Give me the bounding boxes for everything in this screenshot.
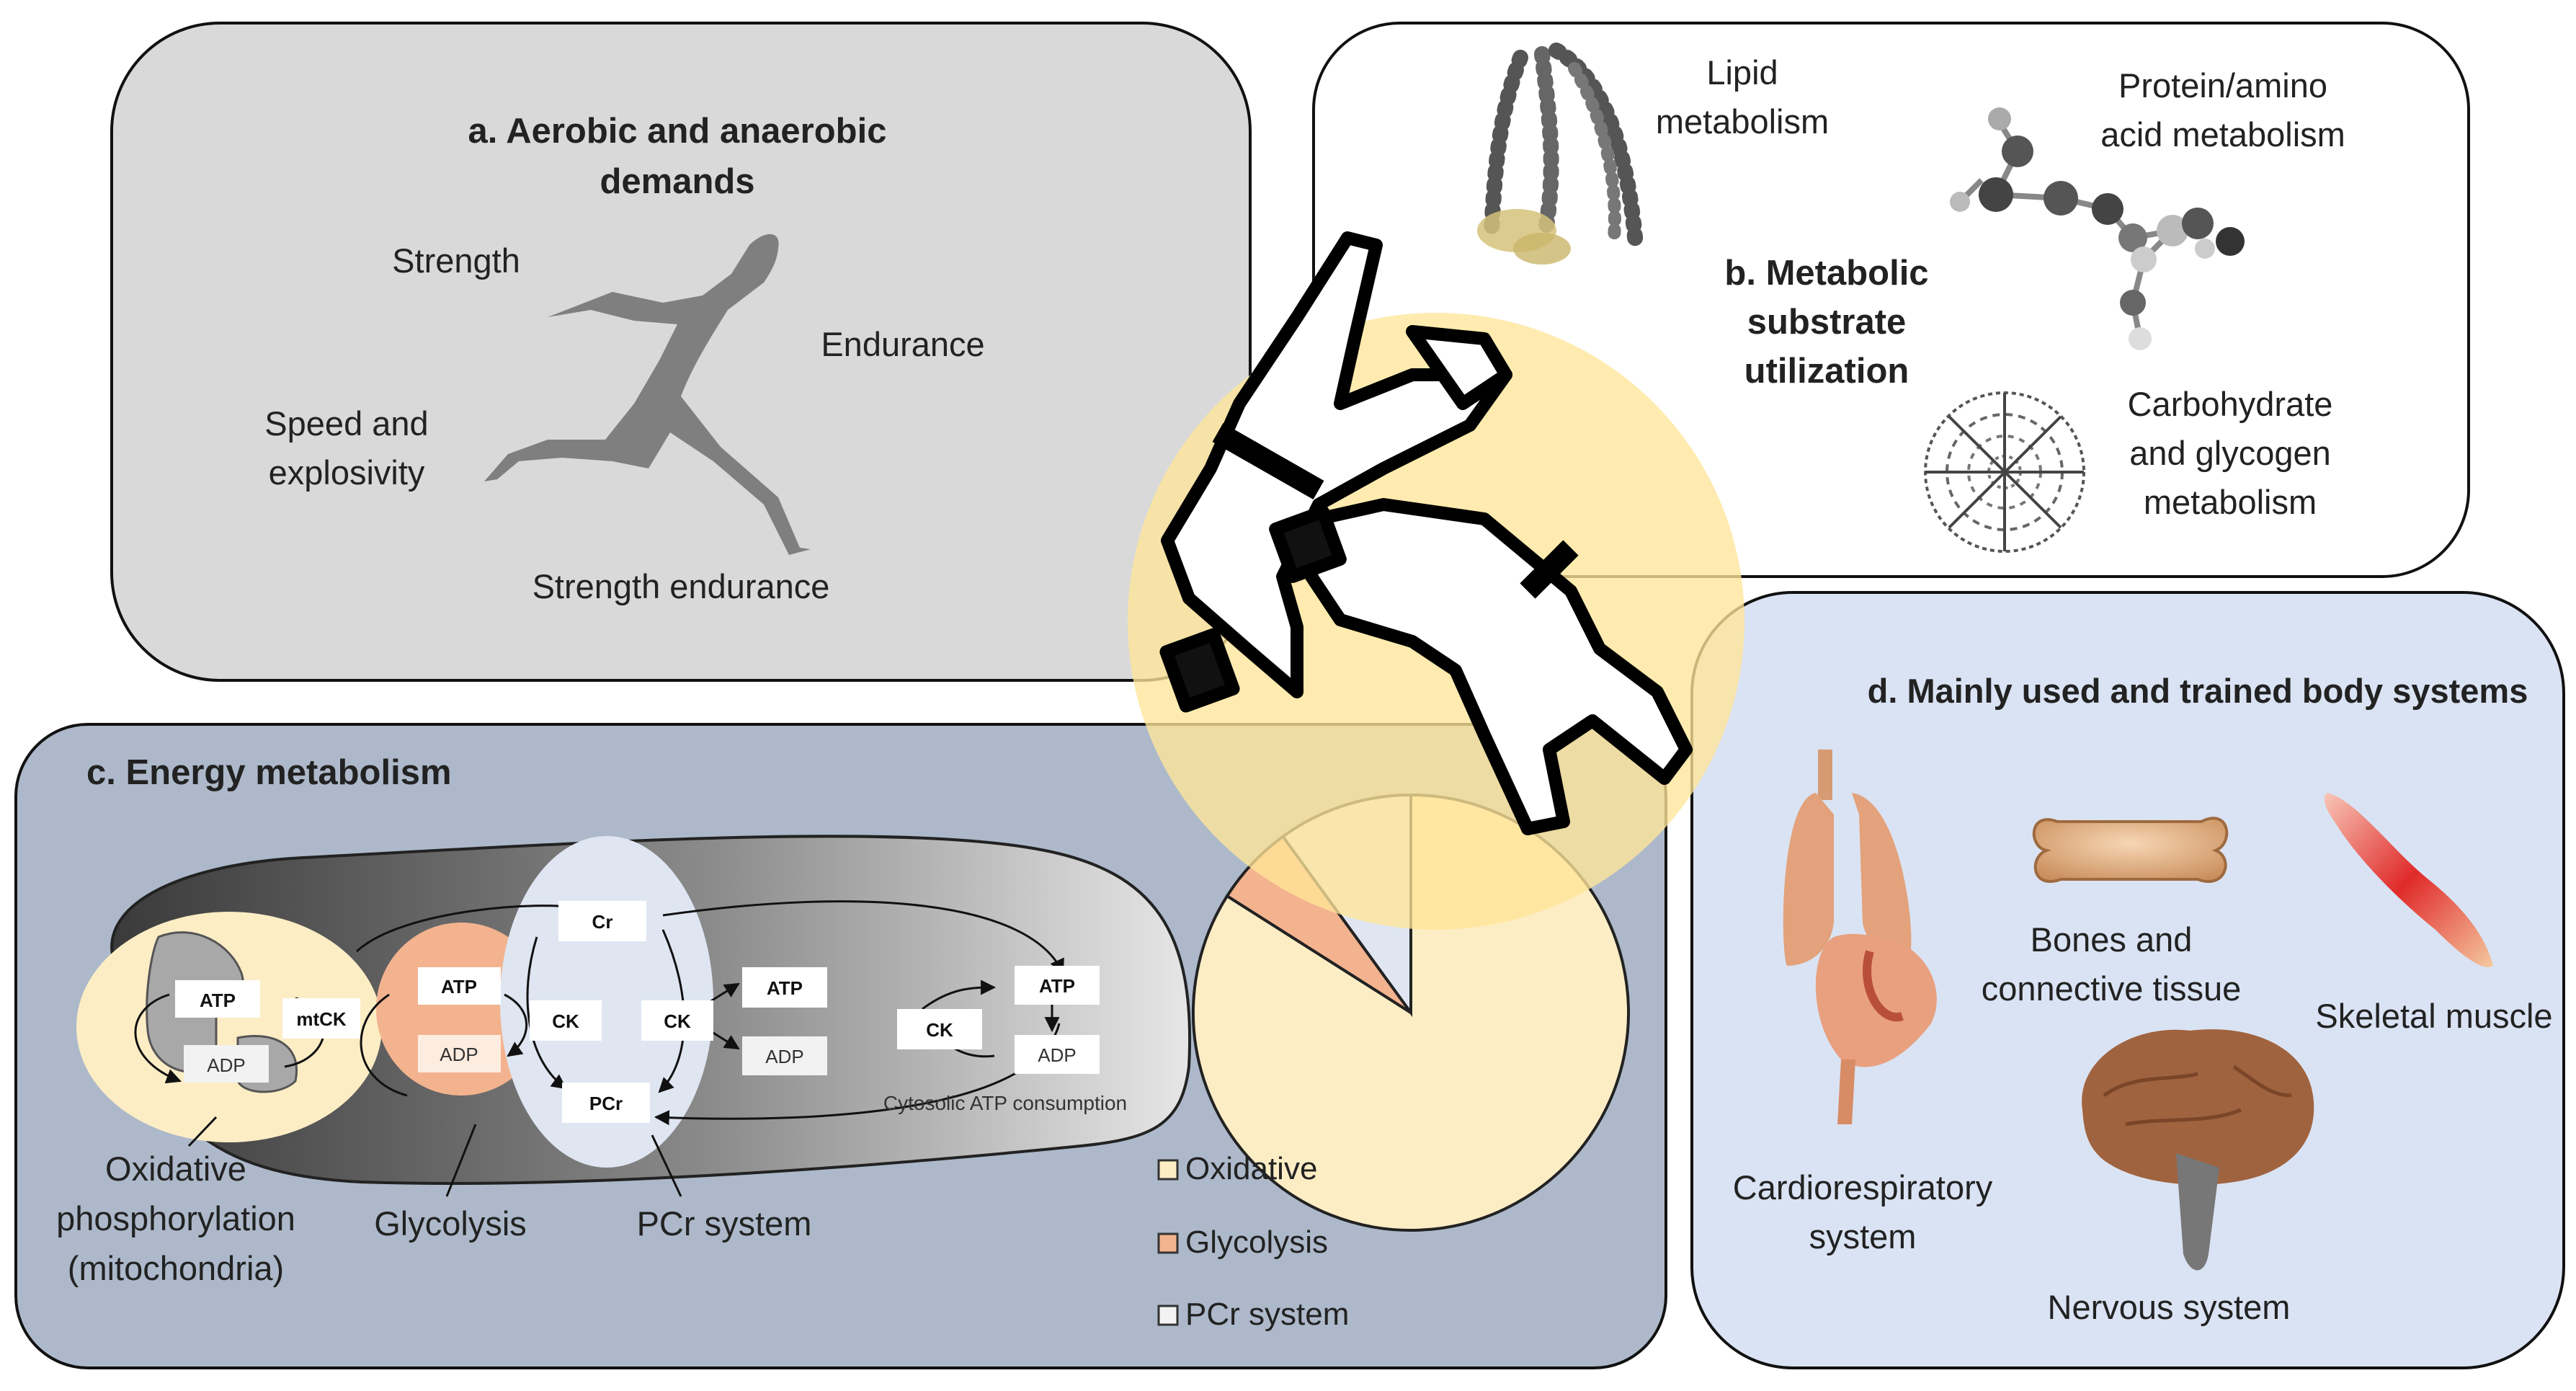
label-pcr-system: PCr system (637, 1204, 812, 1243)
label-cardio: Cardiorespiratory (1733, 1168, 1993, 1206)
label-cardio-2: system (1809, 1217, 1917, 1256)
label-explosivity: explosivity (269, 453, 425, 492)
consumption-atp-label: ATP (1039, 975, 1075, 997)
runner-icon (484, 234, 811, 555)
panel-d: d. Mainly used and trained body systems … (1690, 591, 2565, 1369)
energy-boxes: ATP ADP mtCK ATP ADP Cr CK CK PCr ATP AD… (175, 901, 1100, 1123)
label-nervous: Nervous system (2048, 1288, 2291, 1326)
ck-label-2: CK (664, 1010, 691, 1032)
glyco-atp-label: ATP (441, 976, 477, 997)
label-bones: Bones and (2031, 920, 2193, 959)
label-endurance: Endurance (821, 325, 984, 363)
label-speed: Speed and (264, 404, 428, 443)
legend-swatch-oxidative (1157, 1159, 1179, 1181)
ck-label-1: CK (552, 1010, 579, 1032)
panel-a: a. Aerobic and anaerobic demands Strengt… (110, 22, 1252, 682)
label-carb: Carbohydrate (2128, 385, 2333, 423)
brain-icon (2082, 1029, 2314, 1271)
ck-label-3: CK (926, 1019, 953, 1041)
cyto-atp-label: ATP (767, 977, 803, 999)
label-skeletal-muscle: Skeletal muscle (2315, 997, 2552, 1035)
label-glycolysis: Glycolysis (374, 1204, 527, 1243)
legend-swatch-glycolysis (1157, 1232, 1179, 1254)
panel-d-box (1690, 591, 2565, 1369)
skeletal-muscle-icon (2324, 793, 2493, 967)
label-strength: Strength (392, 241, 520, 280)
lipid-molecule-icon (1477, 43, 1644, 265)
label-oxphos-3: (mitochondria) (68, 1249, 284, 1287)
panel-a-title-2: demands (600, 162, 754, 201)
label-strength-endurance: Strength endurance (532, 567, 830, 605)
label-lipid-2: metabolism (1656, 102, 1829, 141)
legend-label-pcr: PCr system (1185, 1297, 1349, 1332)
pie-legend: Oxidative Glycolysis PCr system (1157, 1151, 1349, 1332)
center-overlay (1128, 231, 1744, 930)
mtck-label: mtCK (296, 1008, 347, 1030)
panel-b-title-3: utilization (1744, 352, 1909, 391)
legend-label-glycolysis: Glycolysis (1185, 1225, 1328, 1260)
legend-label-oxidative: Oxidative (1185, 1151, 1317, 1186)
bone-icon (2032, 817, 2229, 883)
mito-atp-label: ATP (200, 990, 236, 1011)
leader-lines (187, 1116, 682, 1197)
lungs-heart-icon (1783, 750, 1937, 1124)
label-protein-2: acid metabolism (2100, 115, 2345, 154)
label-carb-3: metabolism (2144, 483, 2317, 521)
label-oxphos: Oxidative (105, 1150, 246, 1188)
label-lipid: Lipid (1706, 53, 1778, 92)
label-protein: Protein/amino (2118, 66, 2327, 105)
glycogen-icon (1924, 391, 2085, 553)
pcr-label: PCr (589, 1093, 623, 1114)
cytosolic-label: Cytosolic ATP consumption (883, 1092, 1127, 1114)
glyco-adp-label: ADP (440, 1044, 478, 1065)
label-oxphos-2: phosphorylation (56, 1199, 295, 1237)
mito-adp-label: ADP (207, 1054, 245, 1076)
panel-d-title: d. Mainly used and trained body systems (1868, 672, 2528, 710)
panel-b-title-2: substrate (1747, 303, 1907, 342)
panel-a-title: a. Aerobic and anaerobic (468, 112, 887, 151)
cr-label: Cr (592, 911, 613, 933)
panel-b-title: b. Metabolic (1724, 254, 1928, 293)
label-bones-2: connective tissue (1982, 969, 2242, 1008)
protein-molecule-icon (1950, 107, 2245, 350)
panel-c-title: c. Energy metabolism (86, 753, 452, 792)
consumption-adp-label: ADP (1038, 1044, 1076, 1066)
legend-swatch-pcr (1157, 1305, 1179, 1326)
label-carb-2: and glycogen (2129, 434, 2331, 472)
judoka-icon (1159, 231, 1693, 835)
cyto-adp-label: ADP (765, 1046, 803, 1067)
